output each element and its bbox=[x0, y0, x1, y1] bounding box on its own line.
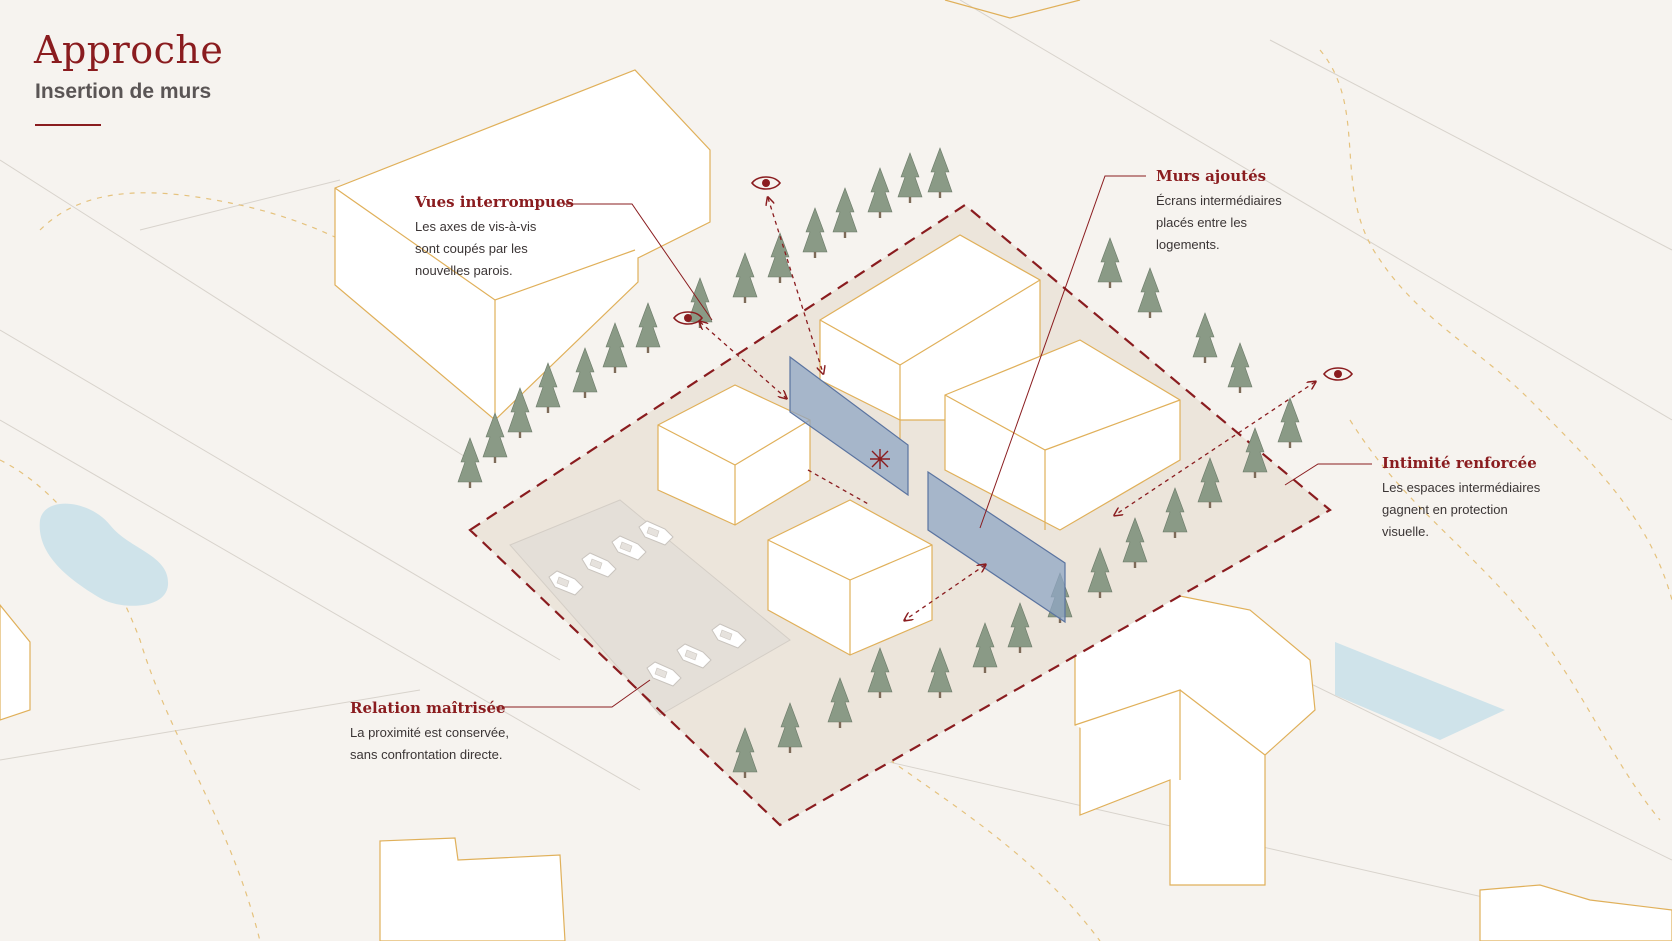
pool bbox=[1335, 642, 1505, 740]
eye-icon bbox=[1322, 367, 1354, 381]
annotation-text: Les axes de vis-à-vis sont coupés par le… bbox=[415, 219, 537, 278]
annotation-intimite-renforcee: Intimité renforcée Les espaces intermédi… bbox=[1382, 454, 1612, 543]
annotation-vues-interrompues: Vues interrompues Les axes de vis-à-vis … bbox=[415, 193, 595, 282]
annotation-title: Vues interrompues bbox=[415, 193, 574, 211]
title-divider bbox=[35, 124, 101, 126]
annotation-text: La proximité est conservée, sans confron… bbox=[350, 725, 509, 762]
site-boundary bbox=[468, 203, 1332, 827]
star-mark-icon bbox=[870, 449, 890, 469]
annotation-murs-ajoutes: Murs ajoutés Écrans intermédiaires placé… bbox=[1156, 167, 1356, 256]
view-axes bbox=[700, 198, 1315, 620]
eye-icon bbox=[750, 176, 782, 190]
parking-area bbox=[509, 499, 791, 716]
annotation-title: Relation maîtrisée bbox=[350, 699, 506, 717]
wall-right bbox=[927, 470, 1066, 624]
annotation-relation-maitrisee: Relation maîtrisée La proximité est cons… bbox=[350, 699, 580, 766]
leader-lines bbox=[496, 175, 1372, 708]
annotation-text: Écrans intermédiaires placés entre les l… bbox=[1156, 193, 1282, 252]
page-subtitle: Insertion de murs bbox=[35, 80, 212, 103]
annotation-text: Les espaces intermédiaires gagnent en pr… bbox=[1382, 480, 1541, 539]
pond bbox=[39, 503, 169, 606]
annotation-title: Intimité renforcée bbox=[1382, 454, 1537, 472]
eye-icon bbox=[672, 311, 704, 325]
page-title: Approche bbox=[34, 28, 224, 72]
annotation-title: Murs ajoutés bbox=[1156, 167, 1267, 185]
